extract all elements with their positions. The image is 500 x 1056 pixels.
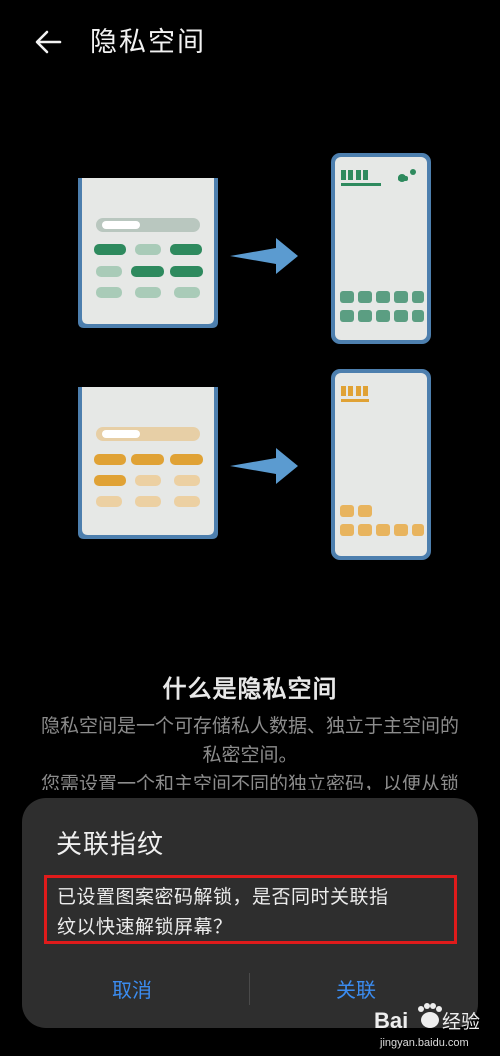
link-button[interactable]: 关联 [336, 978, 376, 1002]
orange-home-phone [331, 369, 431, 560]
green-home-phone [331, 153, 431, 344]
dialog-message: 已设置图案密码解锁，是否同时关联指 纹以快速解锁屏幕？ [57, 882, 452, 942]
description-line-1: 隐私空间是一个可存储私人数据、独立于主空间的 [40, 715, 459, 737]
watermark-brand-left: Bai [374, 1008, 408, 1033]
watermark-brand-right: 经验 [442, 1011, 480, 1033]
section-title: 什么是隐私空间 [162, 675, 338, 703]
page-title: 隐私空间 [90, 27, 206, 58]
top-bar: 隐私空间 [0, 0, 500, 85]
paw-icon [418, 1003, 442, 1028]
description-line-2: 私密空间。 [202, 744, 298, 766]
dialog-message-line-1: 已设置图案密码解锁，是否同时关联指 [57, 886, 389, 908]
private-space-illustration [78, 153, 431, 560]
watermark-url: jingyan.baidu.com [379, 1037, 469, 1049]
dialog-message-highlight: 已设置图案密码解锁，是否同时关联指 纹以快速解锁屏幕？ [44, 875, 457, 944]
baidu-jingyan-watermark: Bai 经验 jingyan.baidu.com [374, 1003, 480, 1049]
dialog-title: 关联指纹 [56, 830, 165, 860]
description-line-3: 您需设置一个和主空间不同的独立密码，以便从锁 [40, 773, 459, 795]
dialog-message-line-2: 纹以快速解锁屏幕？ [57, 916, 233, 938]
arrow-left-icon[interactable] [30, 22, 70, 62]
button-divider [249, 973, 250, 1005]
orange-lockscreen-panel [78, 387, 218, 539]
link-fingerprint-dialog: 关联指纹 已设置图案密码解锁，是否同时关联指 纹以快速解锁屏幕？ 取消 关联 [22, 798, 478, 1028]
description: 隐私空间是一个可存储私人数据、独立于主空间的 私密空间。 您需设置一个和主空间不… [34, 712, 466, 799]
cancel-button[interactable]: 取消 [112, 978, 152, 1002]
green-lockscreen-panel [78, 178, 218, 328]
